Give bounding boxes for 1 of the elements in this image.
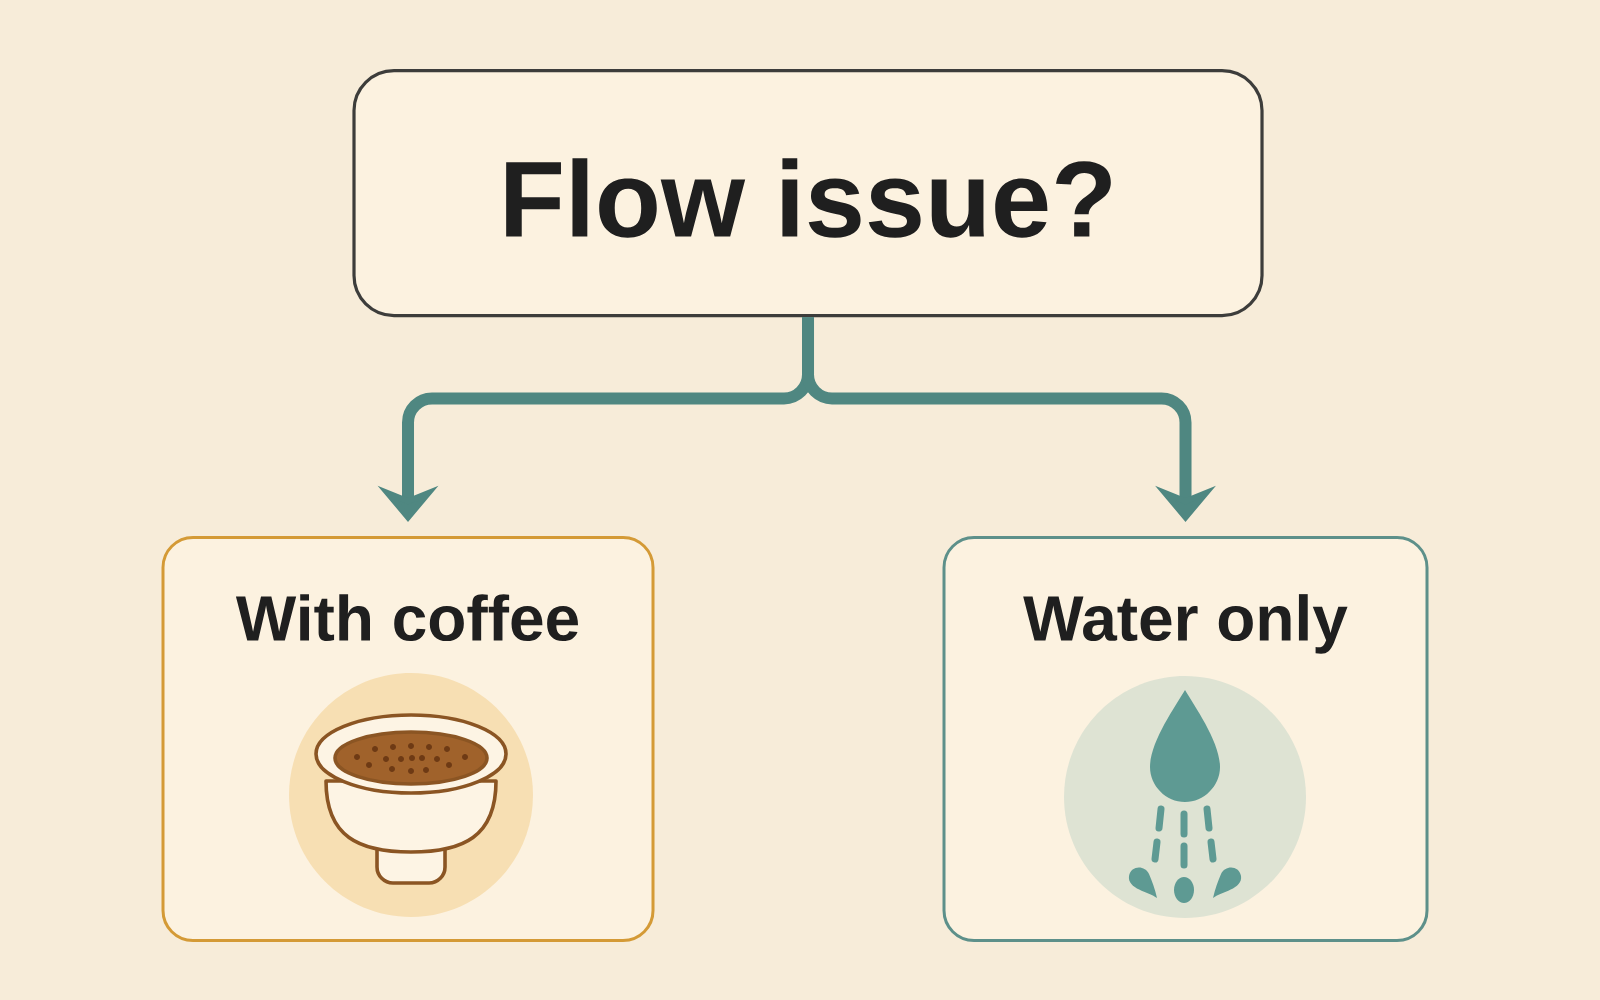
question-box: Flow issue? xyxy=(352,69,1264,318)
